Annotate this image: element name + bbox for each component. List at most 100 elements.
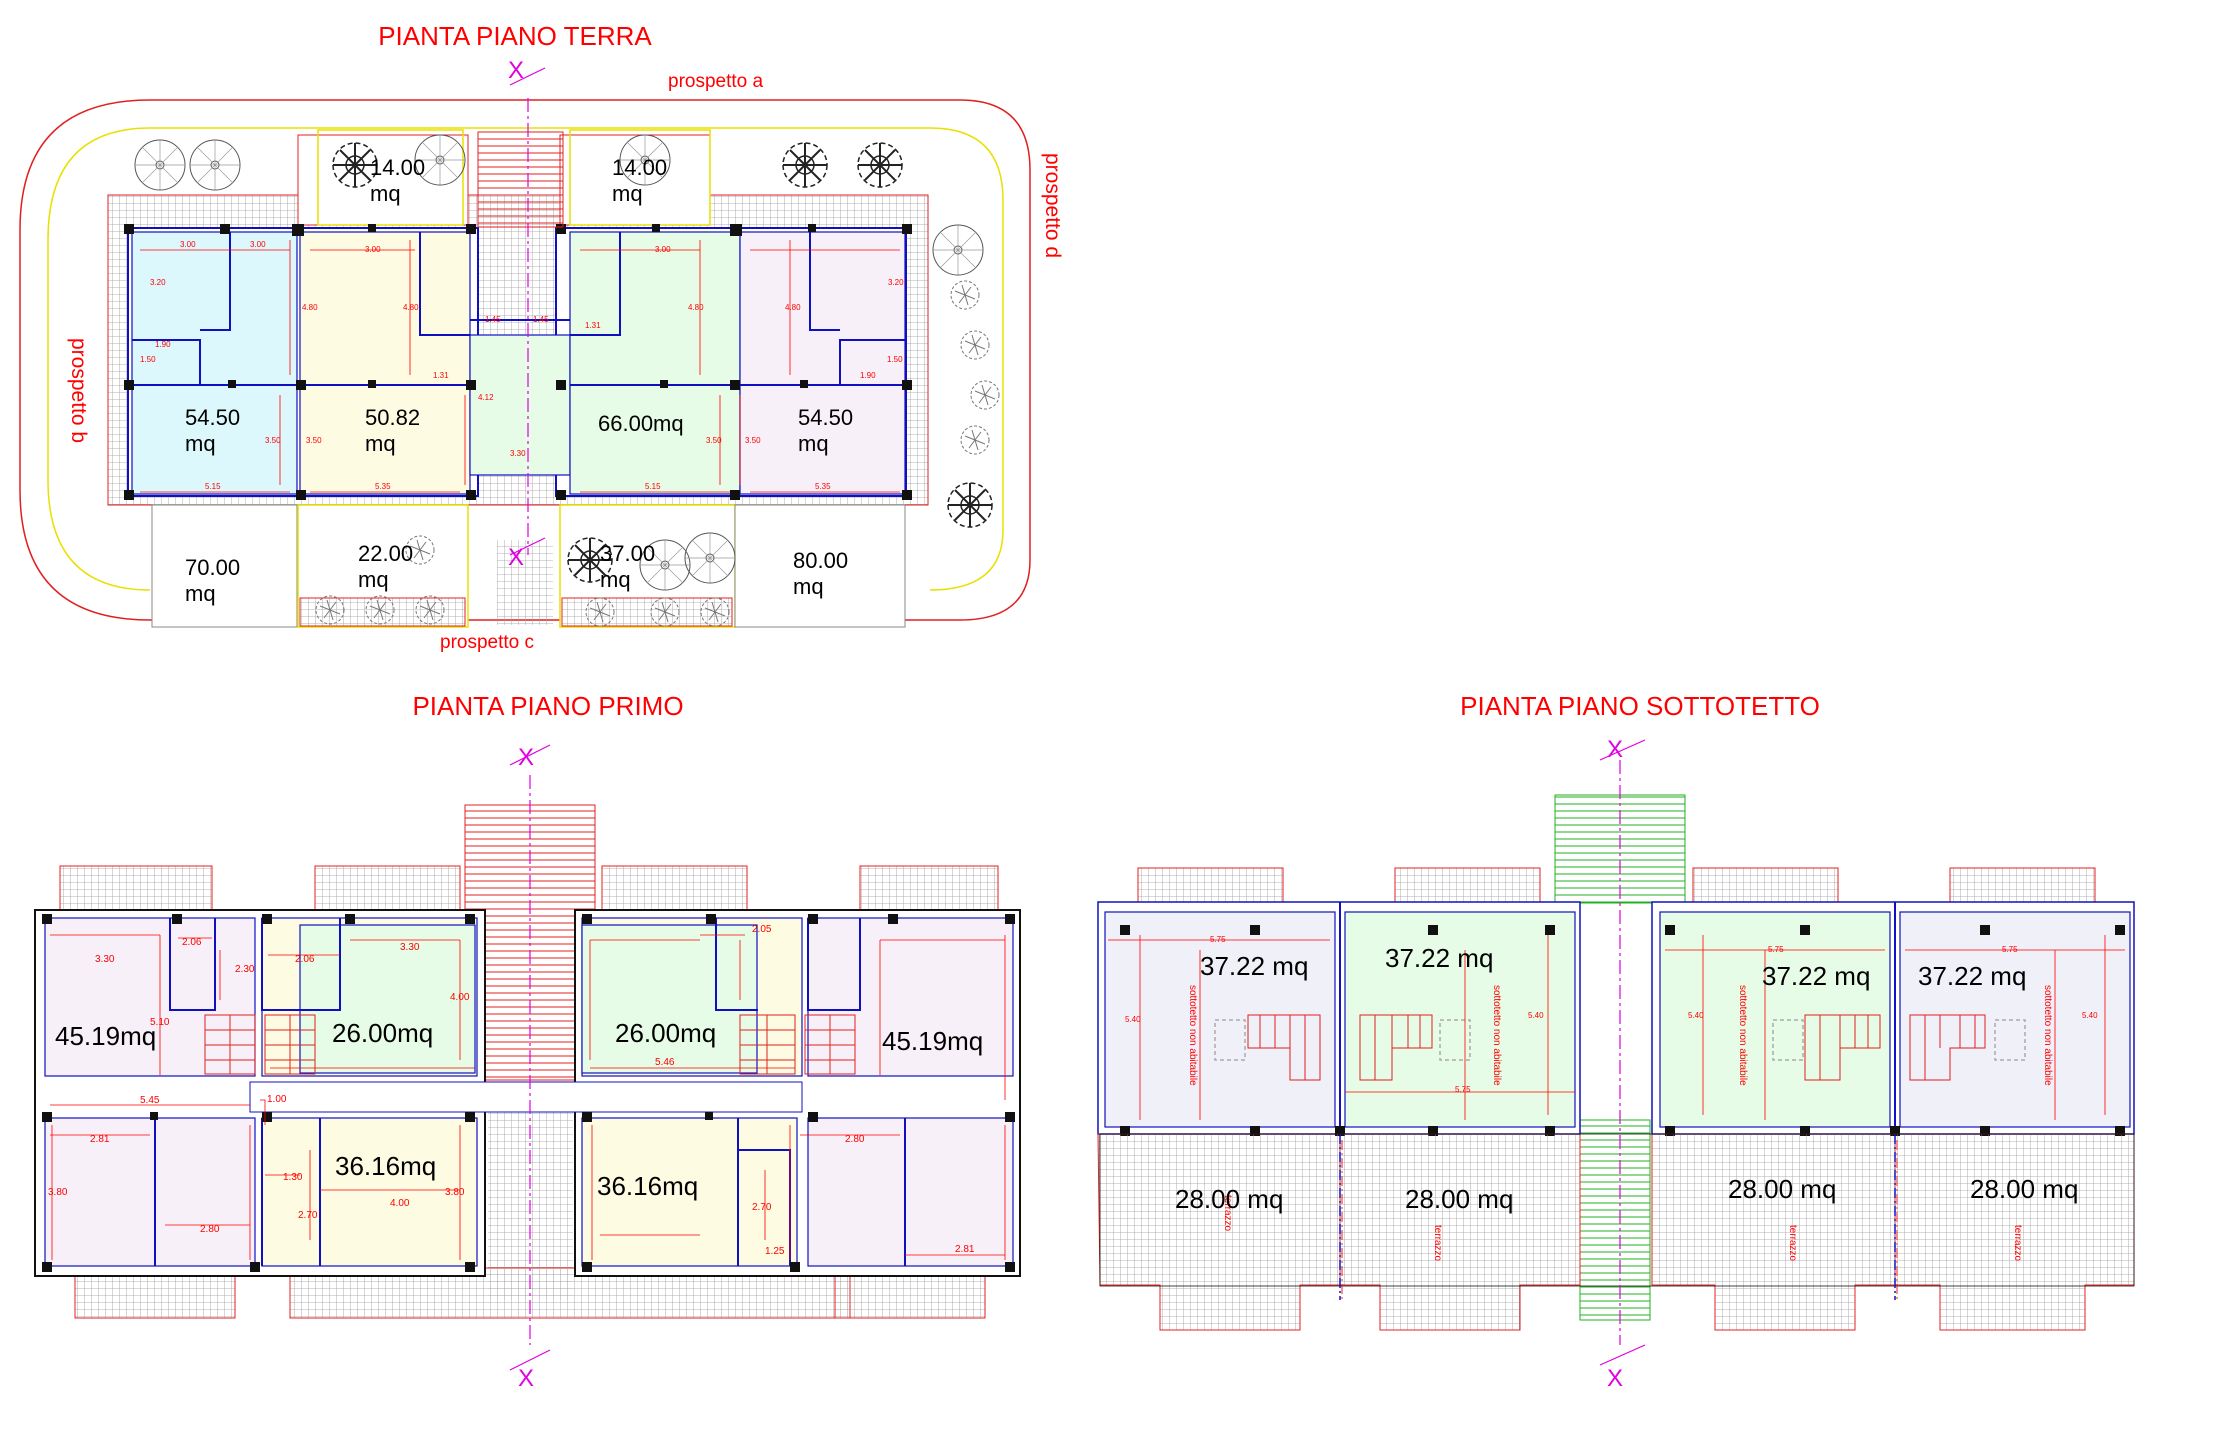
- dim-label: 4.00: [450, 992, 470, 1003]
- garden-area-value: 37.00: [600, 541, 655, 566]
- first-columns: [42, 914, 1015, 1272]
- dim-label: 2.70: [752, 1202, 772, 1213]
- first-area-label: 36.16mq: [597, 1171, 698, 1201]
- ground-floor-title: PIANTA PIANO TERRA: [378, 21, 652, 51]
- attic-area-label: 28.00 mq: [1175, 1184, 1283, 1214]
- dim-label: 5.46: [655, 1057, 675, 1068]
- unit-area-unit: mq: [185, 431, 216, 456]
- unit-area-unit: mq: [365, 431, 396, 456]
- first-unit-2-day: [299, 924, 476, 1074]
- first-area-label: 36.16mq: [335, 1151, 436, 1181]
- attic-terrace-1: [1097, 1133, 1341, 1331]
- attic-note: sottotetto non abitabile: [2042, 985, 2053, 1086]
- ground-entrance-stair: [477, 131, 564, 228]
- attic-area-label: 37.22 mq: [1200, 951, 1308, 981]
- dim-label: 5.75: [2002, 945, 2018, 954]
- dim-label: 5.40: [1688, 1011, 1704, 1020]
- ground-stair-hall: [469, 334, 571, 476]
- dim-label: 5.35: [815, 482, 831, 491]
- garden-area-value: 22.00: [358, 541, 413, 566]
- facade-c-label: prospetto c: [440, 632, 534, 653]
- dim-label: 2.80: [200, 1224, 220, 1235]
- dim-label: 2.06: [295, 954, 315, 965]
- dim-label: 4.80: [403, 303, 419, 312]
- attic-room-2: [1344, 911, 1576, 1128]
- attic-internal-stairs: [1247, 1014, 1986, 1081]
- dim-label: 2.81: [955, 1244, 975, 1255]
- garden-area-unit: mq: [185, 581, 216, 606]
- dim-label: 5.75: [1768, 945, 1784, 954]
- dim-label: 5.40: [2082, 1011, 2098, 1020]
- section-cut-mark: X: [1607, 1365, 1623, 1392]
- terrace-note: terrazzo: [2012, 1225, 2023, 1262]
- attic-terrace-2: [1339, 1133, 1581, 1331]
- dim-label: 1.31: [585, 321, 601, 330]
- unit-area-value: 50.82: [365, 405, 420, 430]
- dim-label: 3.20: [150, 278, 166, 287]
- ground-unit-4: [739, 231, 906, 495]
- dim-label: 3.00: [180, 240, 196, 249]
- terrace-note: terrazzo: [1432, 1225, 1443, 1262]
- court-area-value: 14.00: [370, 155, 425, 180]
- dim-label: 3.80: [48, 1187, 68, 1198]
- garden-area-value: 80.00: [793, 548, 848, 573]
- attic-floor-plan: PIANTA PIANO SOTTOTETTO: [1097, 691, 2135, 1392]
- dim-label: 4.80: [688, 303, 704, 312]
- dim-label: 5.45: [140, 1095, 160, 1106]
- attic-note: sottotetto non abitabile: [1737, 985, 1748, 1086]
- first-internal-stairs: [204, 1014, 856, 1075]
- first-area-label: 45.19mq: [55, 1021, 156, 1051]
- dim-label: 3.50: [706, 436, 722, 445]
- dim-label: 2.81: [90, 1134, 110, 1145]
- section-cut-mark: X: [518, 744, 534, 771]
- dim-label: 5.15: [645, 482, 661, 491]
- dim-label: 1.50: [887, 355, 903, 364]
- facade-a-label: prospetto a: [668, 71, 763, 92]
- dim-label: 1.50: [140, 355, 156, 364]
- ground-unit-3: [569, 231, 741, 495]
- first-unit-2-night: [261, 1117, 478, 1267]
- first-unit-1-day: [44, 917, 256, 1077]
- dim-label: 5.40: [1125, 1015, 1141, 1024]
- dim-label: 4.80: [785, 303, 801, 312]
- dim-label: 3.30: [400, 942, 420, 953]
- section-cut-mark: X: [508, 544, 524, 571]
- dim-label: 2.80: [845, 1134, 865, 1145]
- dim-label: 4.12: [478, 393, 494, 402]
- dim-label: 3.30: [95, 954, 115, 965]
- court-area-unit: mq: [612, 181, 643, 206]
- attic-terrace-3: [1651, 1133, 1896, 1331]
- attic-area-label: 37.22 mq: [1918, 961, 2026, 991]
- dim-label: 4.00: [390, 1198, 410, 1209]
- unit-area-value: 54.50: [798, 405, 853, 430]
- ground-floor-plan: PIANTA PIANO TERRA: [19, 21, 1064, 653]
- first-area-label: 26.00mq: [332, 1018, 433, 1048]
- dim-label: 2.05: [752, 924, 772, 935]
- attic-note: sottotetto non abitabile: [1187, 985, 1198, 1086]
- terrace-note: terrazzo: [1222, 1195, 1233, 1232]
- first-area-label: 26.00mq: [615, 1018, 716, 1048]
- dim-label: 5.15: [205, 482, 221, 491]
- dim-label: 3.00: [655, 245, 671, 254]
- dim-label: 1.30: [283, 1172, 303, 1183]
- garden-area-unit: mq: [600, 567, 631, 592]
- first-floor-title: PIANTA PIANO PRIMO: [412, 691, 683, 721]
- dim-label: 1.45: [485, 315, 501, 324]
- first-floor-plan: PIANTA PIANO PRIMO: [34, 691, 1021, 1392]
- dim-label: 5.35: [375, 482, 391, 491]
- garden-area-unit: mq: [793, 574, 824, 599]
- ground-unit-2: [299, 231, 471, 495]
- attic-area-label: 37.22 mq: [1385, 943, 1493, 973]
- garden-area-value: 70.00: [185, 555, 240, 580]
- unit-area-unit: mq: [798, 431, 829, 456]
- attic-area-label: 37.22 mq: [1762, 961, 1870, 991]
- first-unit-3-day: [581, 924, 758, 1074]
- attic-stair-bottom: [1579, 1119, 1651, 1321]
- facade-d-label: prospetto d: [1041, 153, 1064, 258]
- dim-label: 3.00: [250, 240, 266, 249]
- dim-label: 5.75: [1455, 1085, 1471, 1094]
- attic-note: sottotetto non abitabile: [1491, 985, 1502, 1086]
- attic-room-4: [1899, 911, 2131, 1128]
- ground-unit-1: [131, 231, 298, 495]
